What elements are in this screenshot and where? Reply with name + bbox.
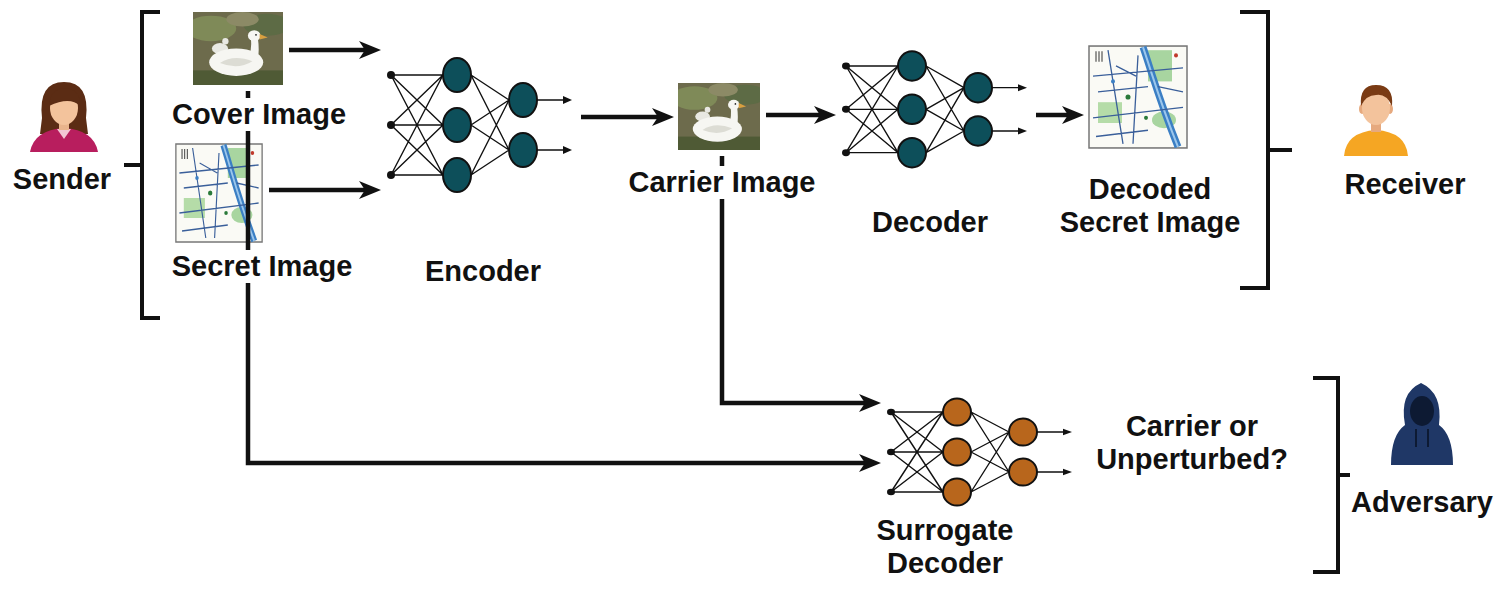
flow-arrow	[1036, 113, 1072, 118]
receiver-icon	[1344, 85, 1408, 156]
image-node: Cover Image	[193, 12, 283, 85]
decoded-map	[1089, 46, 1187, 148]
sender-bracket	[124, 12, 160, 318]
receiver-bracket	[1240, 12, 1292, 288]
node-label: Cover Image	[169, 98, 349, 131]
bracket	[124, 12, 1350, 572]
network-node: Surrogate Decoder	[885, 388, 1075, 508]
adversary-bracket	[1313, 378, 1350, 572]
person-node: Sender	[22, 76, 106, 152]
node-label: Decoder	[869, 206, 991, 239]
node-label: Sender	[10, 163, 114, 196]
node-label: Adversary	[1348, 486, 1496, 519]
cover-photo	[186, 12, 290, 85]
network-node: Encoder	[385, 45, 575, 195]
person-node: Adversary	[1383, 373, 1461, 465]
adversary-icon	[1391, 383, 1453, 465]
carrier-photo	[671, 83, 766, 150]
output-label: Carrier or Unperturbed?	[1074, 410, 1310, 477]
flow-arrow	[289, 48, 369, 53]
node-label: Decoded Secret Image	[1047, 173, 1253, 240]
flow-arrow	[269, 188, 369, 193]
sender-icon	[30, 82, 98, 152]
image-node: Decoded Secret Image	[1088, 45, 1188, 149]
node-label: Surrogate Decoder	[847, 514, 1043, 581]
flow-arrow	[581, 115, 662, 120]
decoder-network	[842, 51, 1027, 167]
person-node: Receiver	[1336, 76, 1416, 156]
flow-arrow	[766, 113, 824, 118]
node-label: Secret Image	[169, 250, 356, 283]
network-node: Decoder	[840, 40, 1030, 170]
node-label: Carrier Image	[626, 166, 819, 199]
image-node: Carrier Image	[678, 83, 760, 150]
node-label: Receiver	[1342, 168, 1469, 201]
node-label: Encoder	[422, 255, 544, 288]
image-node: Secret Image	[175, 143, 263, 243]
encoder-network	[387, 58, 572, 192]
surrogate-network	[887, 398, 1072, 505]
